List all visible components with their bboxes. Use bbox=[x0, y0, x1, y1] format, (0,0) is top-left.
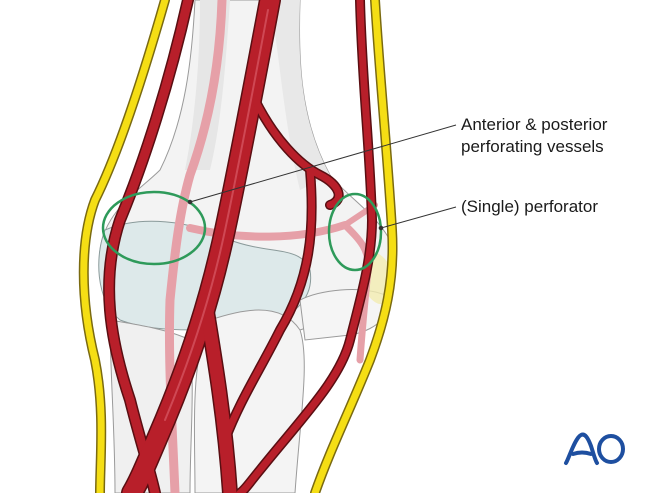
label-line-1: Anterior & posterior bbox=[461, 115, 608, 134]
leader-anterior bbox=[189, 124, 457, 203]
ulnar-artery bbox=[198, 293, 237, 493]
logo-letter-o bbox=[597, 434, 625, 464]
left-perforator-circle bbox=[101, 190, 207, 266]
label-line-2: perforating vessels bbox=[461, 137, 604, 156]
ulnar-collateral-artery bbox=[236, 0, 376, 493]
humerus-shade-right bbox=[270, 0, 330, 190]
leader-lines bbox=[187, 124, 457, 231]
radial-recurrent-artery bbox=[104, 0, 193, 493]
leader-single bbox=[380, 206, 457, 229]
label-single-perforator: (Single) perforator bbox=[461, 197, 599, 216]
right-perforator-circle bbox=[327, 192, 383, 272]
logo-letter-a bbox=[564, 432, 599, 465]
arteries bbox=[103, 0, 378, 493]
brachial-highlight bbox=[164, 9, 269, 421]
nerves bbox=[78, 0, 398, 493]
ao-logo bbox=[564, 432, 625, 465]
label-anterior-posterior-perforating-vessels: Anterior & posterior perforating vessels bbox=[461, 114, 607, 158]
interosseous-branch bbox=[221, 166, 316, 444]
highlight-circles bbox=[101, 190, 383, 272]
collateral-loop bbox=[251, 96, 343, 209]
